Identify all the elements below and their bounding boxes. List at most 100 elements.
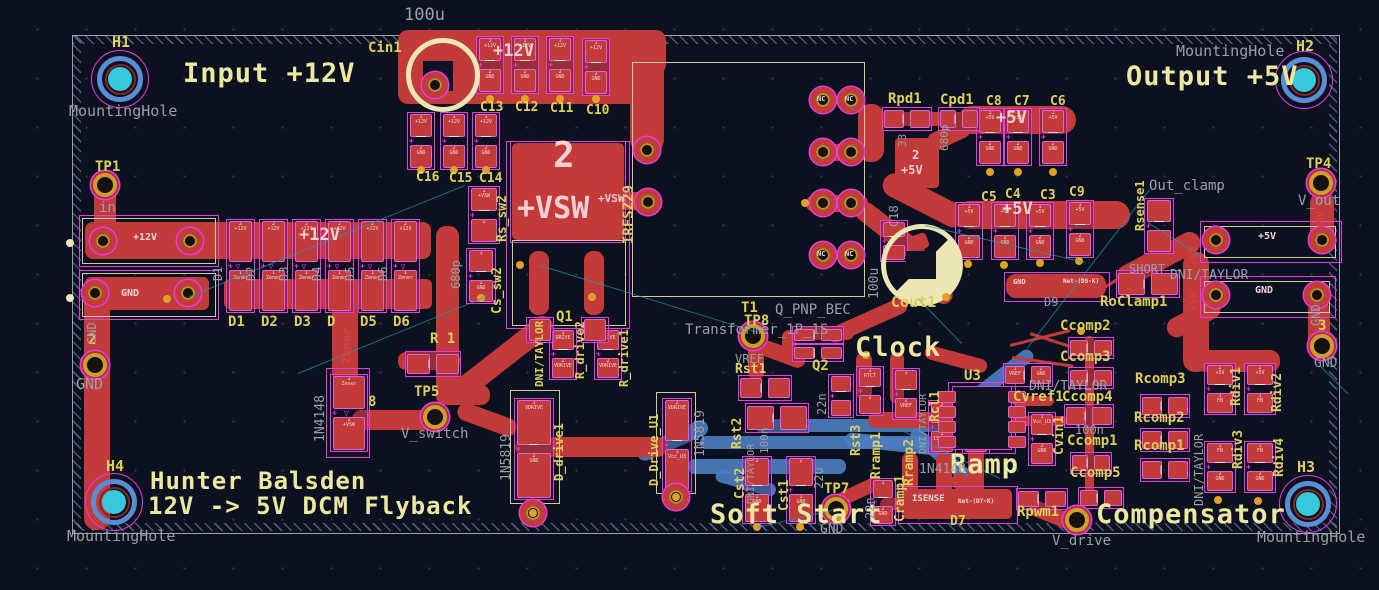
mounting-hole-H2[interactable]: [1275, 51, 1333, 109]
pad-left[interactable]: [940, 110, 956, 128]
pad-top[interactable]: 1: [873, 480, 893, 498]
pad-top[interactable]: 1+5V: [1069, 202, 1091, 225]
u3-pad[interactable]: [1008, 436, 1026, 448]
component-Cout1[interactable]: [881, 224, 963, 306]
through-hole-pad[interactable]: [838, 87, 864, 113]
mounting-hole-H4[interactable]: [85, 473, 143, 531]
through-hole-pad[interactable]: [1309, 227, 1335, 253]
testpoint-TP6[interactable]: [1065, 508, 1089, 532]
through-hole-pad[interactable]: [1304, 282, 1330, 308]
component-Rcomp2[interactable]: [1140, 428, 1190, 452]
component-U3[interactable]: [938, 386, 1026, 450]
pad-top[interactable]: 2+12V: [262, 221, 285, 262]
through-hole-pad[interactable]: [422, 72, 448, 98]
pad-left[interactable]: [747, 406, 774, 430]
pad-top[interactable]: [831, 376, 851, 392]
testpoint-TP8[interactable]: [741, 324, 765, 348]
through-hole-pad[interactable]: [810, 190, 836, 216]
u3-pad[interactable]: [1008, 391, 1026, 403]
pad-left[interactable]: [1142, 461, 1162, 479]
pad-right[interactable]: [1151, 273, 1178, 295]
testpoint-TP3[interactable]: [1310, 334, 1334, 358]
pad-left[interactable]: [1018, 491, 1039, 507]
through-hole-pad[interactable]: [1203, 282, 1229, 308]
pad-right[interactable]: [910, 110, 930, 128]
through-hole-pad[interactable]: [810, 242, 836, 268]
component-Rst1[interactable]: [738, 375, 792, 401]
component-Rcomp1[interactable]: [1140, 458, 1190, 482]
through-hole-pad[interactable]: [810, 87, 836, 113]
mounting-hole-H3[interactable]: [1279, 475, 1337, 533]
component-Rst3[interactable]: +: [828, 374, 854, 418]
u3-pad[interactable]: [938, 391, 956, 403]
pad-bottom[interactable]: 2: [471, 219, 497, 242]
pad-top[interactable]: 1+VSW: [471, 188, 497, 211]
pad-left[interactable]: [1070, 370, 1088, 386]
pad-right[interactable]: [1168, 397, 1188, 415]
pad-right[interactable]: [436, 354, 459, 374]
pad-top[interactable]: 2+12V: [328, 221, 351, 262]
pad-bottom[interactable]: [1147, 230, 1171, 252]
component-short-link[interactable]: [1116, 270, 1180, 298]
through-hole-pad[interactable]: [90, 228, 116, 254]
pad-right[interactable]: [1104, 490, 1122, 506]
component-Rcomp3[interactable]: [1140, 394, 1190, 418]
pad-top[interactable]: 1+12V: [549, 38, 571, 61]
pad-top[interactable]: 1: [895, 370, 917, 390]
pad-right[interactable]: [1045, 491, 1066, 507]
testpoint-TP2[interactable]: [83, 353, 107, 377]
through-hole-pad[interactable]: [838, 242, 864, 268]
pad-left[interactable]: [884, 110, 904, 128]
through-hole-pad[interactable]: [634, 137, 660, 163]
pad-left[interactable]: [740, 378, 762, 398]
pad-right[interactable]: [1094, 370, 1112, 386]
component-Ccomp3[interactable]: [1068, 367, 1114, 389]
pad-right[interactable]: [962, 110, 978, 128]
component-Rpd1[interactable]: [882, 107, 932, 131]
pad-right[interactable]: [1094, 455, 1110, 471]
component-R_1[interactable]: [405, 351, 461, 377]
testpoint-TP1[interactable]: [93, 173, 117, 197]
pad-left[interactable]: [407, 354, 430, 374]
component-Rpwm1[interactable]: [1016, 488, 1068, 510]
